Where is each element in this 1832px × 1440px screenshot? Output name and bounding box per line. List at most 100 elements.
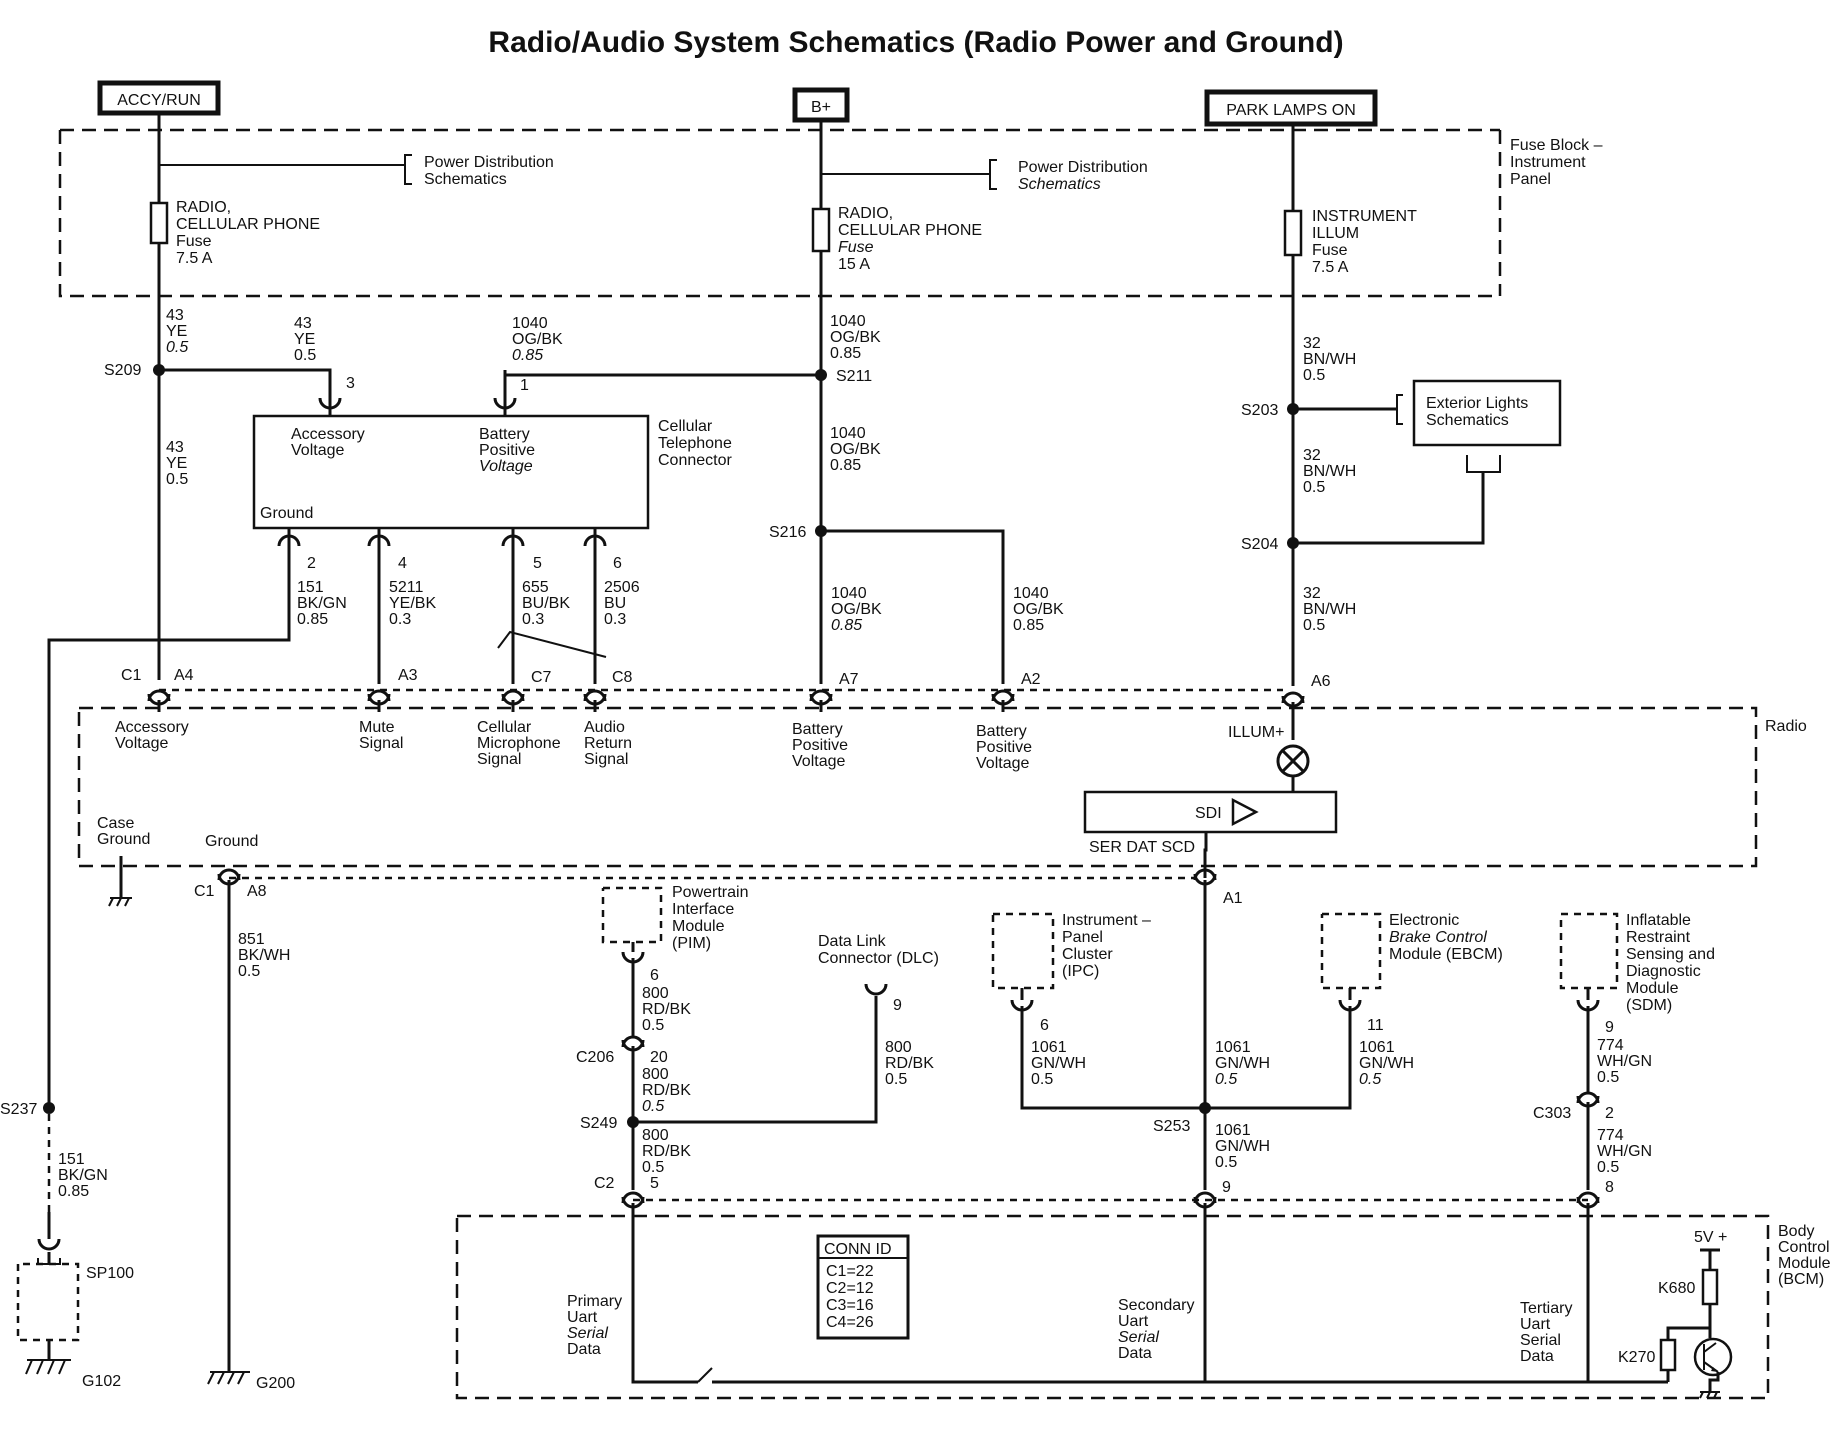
w43-c-size: 0.5 [166, 471, 188, 488]
cell-pin-2: 2 [307, 555, 316, 572]
w1061-b-num: 1061 [1215, 1039, 1251, 1056]
w43-b-color: YE [294, 331, 315, 348]
conn-id-title: CONN ID [824, 1241, 892, 1258]
c1-label-bottom: C1 [194, 883, 215, 900]
w1061-a-size: 0.5 [1031, 1071, 1053, 1088]
bcm-secondary-l1: Secondary [1118, 1297, 1195, 1314]
w1040-e-color: OG/BK [1013, 601, 1064, 618]
w151-b-color: BK/GN [58, 1167, 108, 1184]
w1061-a-color: GN/WH [1031, 1055, 1086, 1072]
bplus-source: B+ [792, 87, 850, 123]
w1040-b-color: OG/BK [512, 331, 563, 348]
a1-label: A1 [1223, 890, 1243, 907]
cell-name-l2: Telephone [658, 435, 732, 452]
w5211-color: YE/BK [389, 595, 436, 612]
w1061-b-size: 0.5 [1215, 1071, 1237, 1088]
bcm-module: Body Control Module (BCM) Primary Uart S… [455, 1203, 1831, 1400]
radio-connector-c1: C1 A4 A3 C7 C8 A7 A2 A6 [121, 667, 1331, 740]
w43-b-size: 0.5 [294, 347, 316, 364]
radio-case-l2: Ground [97, 831, 150, 848]
radio-illum-label: ILLUM+ [1228, 724, 1284, 741]
a4-label: A4 [174, 667, 194, 684]
radio-ret-l1: Audio [584, 719, 625, 736]
sdi-buffer-icon [1231, 797, 1259, 827]
radio-bat2-l1: Battery [976, 723, 1027, 740]
radio-acc-l2: Voltage [115, 735, 168, 752]
radio-bat2-l3: Voltage [976, 755, 1029, 772]
radio-ground-label: Ground [205, 833, 258, 850]
dlc-pin-9: 9 [893, 997, 902, 1014]
radio-ret-l3: Signal [584, 751, 628, 768]
accy-run-source: ACCY/RUN [97, 80, 221, 116]
w1040-d-num: 1040 [831, 585, 867, 602]
bcm-l1: Body [1778, 1223, 1814, 1240]
w43-c-color: YE [166, 455, 187, 472]
a7-label: A7 [839, 671, 859, 688]
w1061-c-color: GN/WH [1359, 1055, 1414, 1072]
page-title: Radio/Audio System Schematics (Radio Pow… [488, 26, 1343, 59]
ebcm-l1: Electronic [1389, 912, 1459, 929]
pim-l1: Powertrain [672, 884, 748, 901]
cell-pin-5: 5 [533, 555, 542, 572]
w2506-color: BU [604, 595, 626, 612]
sdm-l2: Restraint [1626, 929, 1691, 946]
fuse-block-label-3: Panel [1510, 171, 1551, 188]
w774-a-color: WH/GN [1597, 1053, 1652, 1070]
pim-l2: Interface [672, 901, 734, 918]
w655-size: 0.3 [522, 611, 544, 628]
park-lamps-label: PARK LAMPS ON [1226, 102, 1356, 119]
w43-b-num: 43 [294, 315, 312, 332]
w5211-size: 0.3 [389, 611, 411, 628]
w1040-e-num: 1040 [1013, 585, 1049, 602]
ground-g200: G200 [207, 1371, 295, 1392]
bcm-primary-l3: Serial [567, 1325, 608, 1342]
w43-a-size: 0.5 [166, 339, 188, 356]
radio-bat1-l3: Voltage [792, 753, 845, 770]
radio-ret-l2: Return [584, 735, 632, 752]
c303-label: C303 [1533, 1105, 1571, 1122]
w1061-c-size: 0.5 [1359, 1071, 1381, 1088]
w43-a-num: 43 [166, 307, 184, 324]
fuse-instrument-illum-7-5a [1283, 209, 1303, 257]
w774-b-color: WH/GN [1597, 1143, 1652, 1160]
w151-a-num: 151 [297, 579, 324, 596]
w1040-b-num: 1040 [512, 315, 548, 332]
sdm-module: Inflatable Restraint Sensing and Diagnos… [1533, 912, 1715, 1190]
conn-id-r1: C1=22 [826, 1263, 874, 1280]
w32-c-size: 0.5 [1303, 617, 1325, 634]
w774-a-num: 774 [1597, 1037, 1624, 1054]
sdm-l1: Inflatable [1626, 912, 1691, 929]
bcm-primary-l1: Primary [567, 1293, 622, 1310]
fuse1-l2: CELLULAR PHONE [176, 216, 320, 233]
k680-resistor [1701, 1268, 1719, 1306]
conn-id-r3: C3=16 [826, 1297, 874, 1314]
c2-label: C2 [594, 1175, 615, 1192]
bcm-tertiary-l4: Data [1520, 1348, 1554, 1365]
bcm-tertiary-l2: Uart [1520, 1316, 1551, 1333]
fuse-radio-cell-15a [811, 207, 831, 253]
ipc-l2: Panel [1062, 929, 1103, 946]
park-lamps-source: PARK LAMPS ON [1204, 89, 1378, 127]
fuse3-l1: INSTRUMENT [1312, 208, 1417, 225]
w1040-a-size: 0.85 [830, 345, 861, 362]
w151-b-size: 0.85 [58, 1183, 89, 1200]
bcm-primary-l2: Uart [567, 1309, 598, 1326]
ser-dat-label: SER DAT SCD [1089, 839, 1195, 856]
cell-ground-label: Ground [260, 505, 313, 522]
bplus-circuit: Power Distribution Schematics RADIO, CEL… [503, 120, 1148, 684]
power-dist-1-l2: Schematics [424, 171, 507, 188]
w1040-d-color: OG/BK [831, 601, 882, 618]
w32-b-color: BN/WH [1303, 463, 1356, 480]
c2-pin-8: 8 [1605, 1179, 1614, 1196]
c206-label: C206 [576, 1049, 614, 1066]
cell-acc-l1: Accessory [291, 426, 365, 443]
pim-l4: (PIM) [672, 935, 711, 952]
ipc-l3: Cluster [1062, 946, 1113, 963]
w851-num: 851 [238, 931, 265, 948]
bcm-l4: (BCM) [1778, 1271, 1824, 1288]
conn-id-r2: C2=12 [826, 1280, 874, 1297]
dlc-l1: Data Link [818, 933, 887, 950]
radio-case-l1: Case [97, 815, 134, 832]
w800-a-color: RD/BK [642, 1001, 691, 1018]
cell-pin-3: 3 [346, 375, 355, 392]
